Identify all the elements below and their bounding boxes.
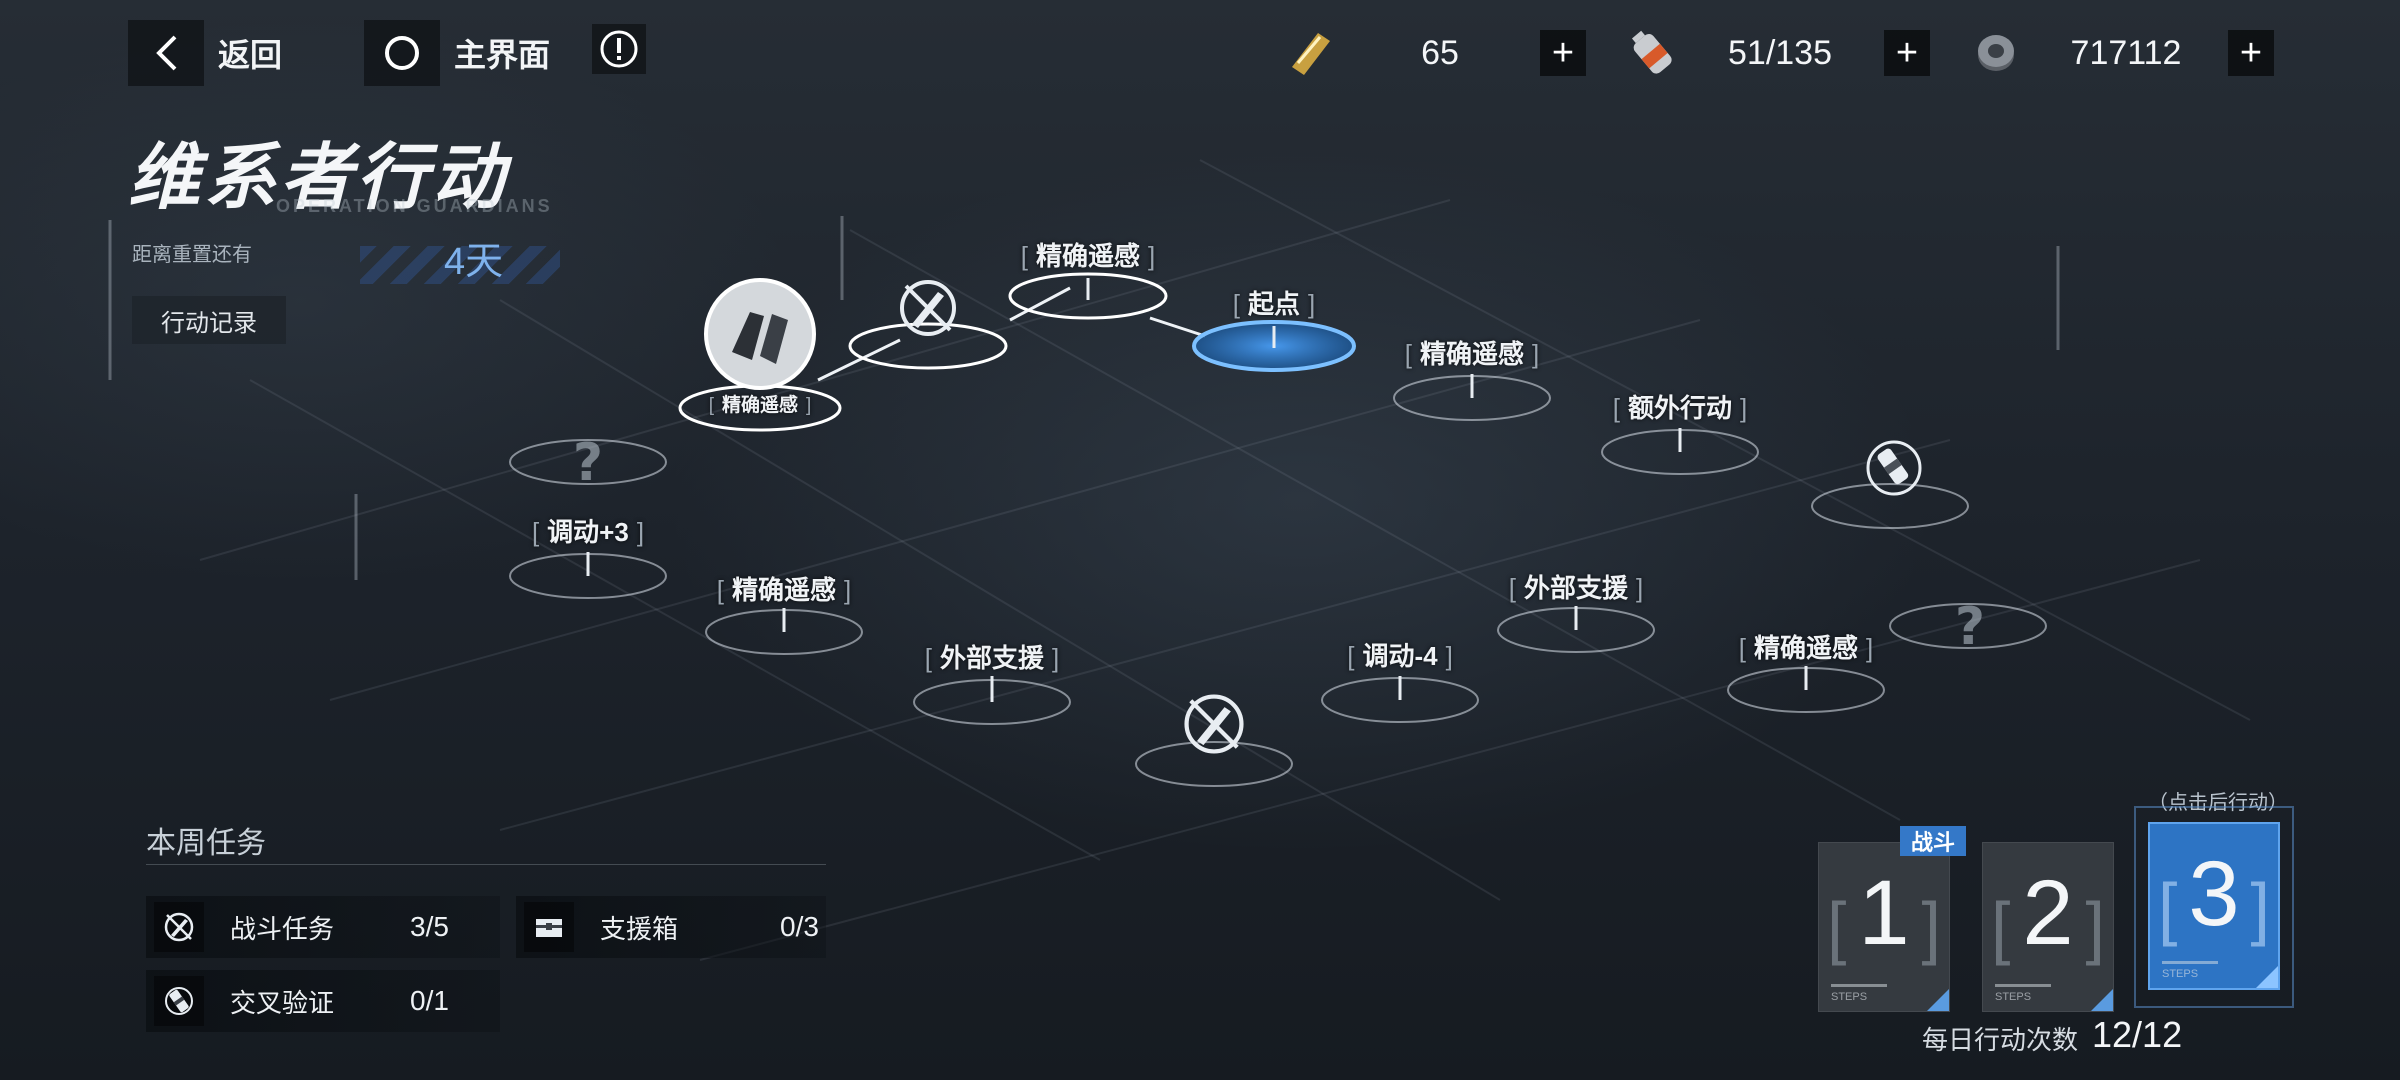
resource-battery: 51/135	[1622, 22, 1832, 84]
svg-text:?: ?	[1955, 597, 1985, 656]
question-mark-icon: ?	[1955, 597, 1985, 657]
info-button[interactable]	[592, 24, 646, 74]
task-name: 交叉验证	[230, 987, 335, 1018]
player-token[interactable]	[702, 276, 818, 397]
plus-icon: +	[1551, 32, 1575, 74]
task-progress: 3/5	[410, 911, 449, 942]
task-cross-verify: 交叉验证 0/1	[146, 970, 500, 1032]
step-caption: STEPS	[1995, 991, 2032, 1003]
node-label[interactable]: 精确遥感	[1021, 236, 1155, 273]
node-label[interactable]: 外部支援	[925, 638, 1059, 675]
click-hint: （点击后行动）	[2148, 792, 2288, 814]
daily-actions-value: 12/12	[2092, 1014, 2183, 1055]
step-card-1[interactable]: [ ] 1 STEPS	[1818, 842, 1950, 1012]
player-avatar-icon	[704, 278, 816, 390]
ticket-icon	[1292, 33, 1330, 75]
crossed-sword-icon	[1184, 694, 1244, 754]
home-button[interactable]: 主界面	[364, 20, 550, 86]
node-label[interactable]: 调动-4	[1347, 636, 1453, 673]
cross-verify-icon	[154, 976, 204, 1026]
battle-event-node-2[interactable]	[1176, 686, 1252, 767]
active-card-frame	[2134, 806, 2294, 1008]
task-progress: 0/3	[780, 911, 819, 942]
back-button[interactable]: 返回	[128, 20, 282, 86]
back-label: 返回	[218, 37, 283, 73]
action-log-button[interactable]: 行动记录	[132, 296, 286, 344]
exclamation-icon	[600, 30, 638, 68]
step-card-3[interactable]: [ ] 3 STEPS	[2148, 822, 2280, 990]
ticket-count: 65	[1421, 33, 1459, 72]
step-number: 2	[2022, 862, 2074, 964]
node-label[interactable]: 调动+3	[532, 512, 644, 549]
reset-label: 距离重置还有	[132, 244, 252, 266]
add-battery-button[interactable]: +	[1884, 30, 1930, 76]
node-label[interactable]: 精确遥感	[1405, 334, 1539, 371]
home-label: 主界面	[454, 37, 551, 73]
resource-ticket: 65	[1280, 22, 1459, 84]
task-progress: 0/1	[410, 985, 449, 1016]
page-subtitle: OPERATION GUARDIANS	[276, 196, 553, 216]
chevron-left-icon	[128, 20, 204, 86]
resource-coin: 717112	[1966, 22, 2181, 84]
step-caption: STEPS	[2162, 968, 2199, 980]
page-title: 维系者行动	[128, 138, 509, 218]
cross-verify-node[interactable]	[1858, 432, 1930, 509]
task-name: 战斗任务	[230, 913, 335, 944]
cross-verify-icon	[1866, 440, 1922, 496]
node-label[interactable]: 外部支援	[1509, 568, 1643, 605]
node-start-label[interactable]: 起点	[1233, 284, 1315, 321]
battle-event-node[interactable]	[892, 272, 964, 349]
step-caption: STEPS	[1831, 991, 1868, 1003]
task-supply-box: 支援箱 0/3	[516, 896, 826, 958]
supply-box-icon	[524, 902, 574, 952]
battle-icon	[154, 902, 204, 952]
svg-text:?: ?	[573, 433, 603, 492]
node-label[interactable]: 额外行动	[1613, 388, 1747, 425]
daily-actions-label: 每日行动次数	[1922, 1025, 2079, 1055]
step-number: 1	[1858, 862, 1910, 964]
plus-icon: +	[1895, 32, 1919, 74]
add-ticket-button[interactable]: +	[1540, 30, 1586, 76]
battle-tag: 战斗	[1900, 826, 1966, 856]
question-mark-icon: ?	[573, 433, 603, 493]
task-battle: 战斗任务 3/5	[146, 896, 500, 958]
stripe-decoration	[360, 246, 560, 284]
crossed-sword-icon	[900, 280, 956, 336]
battery-icon	[1631, 30, 1672, 74]
unknown-node-2[interactable]: ?	[1940, 596, 2000, 661]
node-label[interactable]: 精确遥感	[1739, 628, 1873, 665]
home-circle-icon	[364, 20, 440, 86]
reset-countdown: 4天	[444, 241, 504, 283]
divider	[146, 864, 826, 865]
add-coin-button[interactable]: +	[2228, 30, 2274, 76]
step-card-2[interactable]: [ ] 2 STEPS	[1982, 842, 2114, 1012]
node-label[interactable]: 精确遥感	[717, 570, 851, 607]
plus-icon: +	[2239, 32, 2263, 74]
coin-icon	[1978, 35, 2014, 71]
coin-count: 717112	[2070, 33, 2182, 72]
player-node-label: 精确遥感	[709, 390, 812, 417]
battery-count: 51/135	[1728, 33, 1832, 72]
unknown-node[interactable]: ?	[558, 432, 618, 497]
weekly-tasks-title: 本周任务	[146, 827, 266, 860]
step-number: 3	[2188, 843, 2240, 945]
task-name: 支援箱	[600, 913, 679, 944]
